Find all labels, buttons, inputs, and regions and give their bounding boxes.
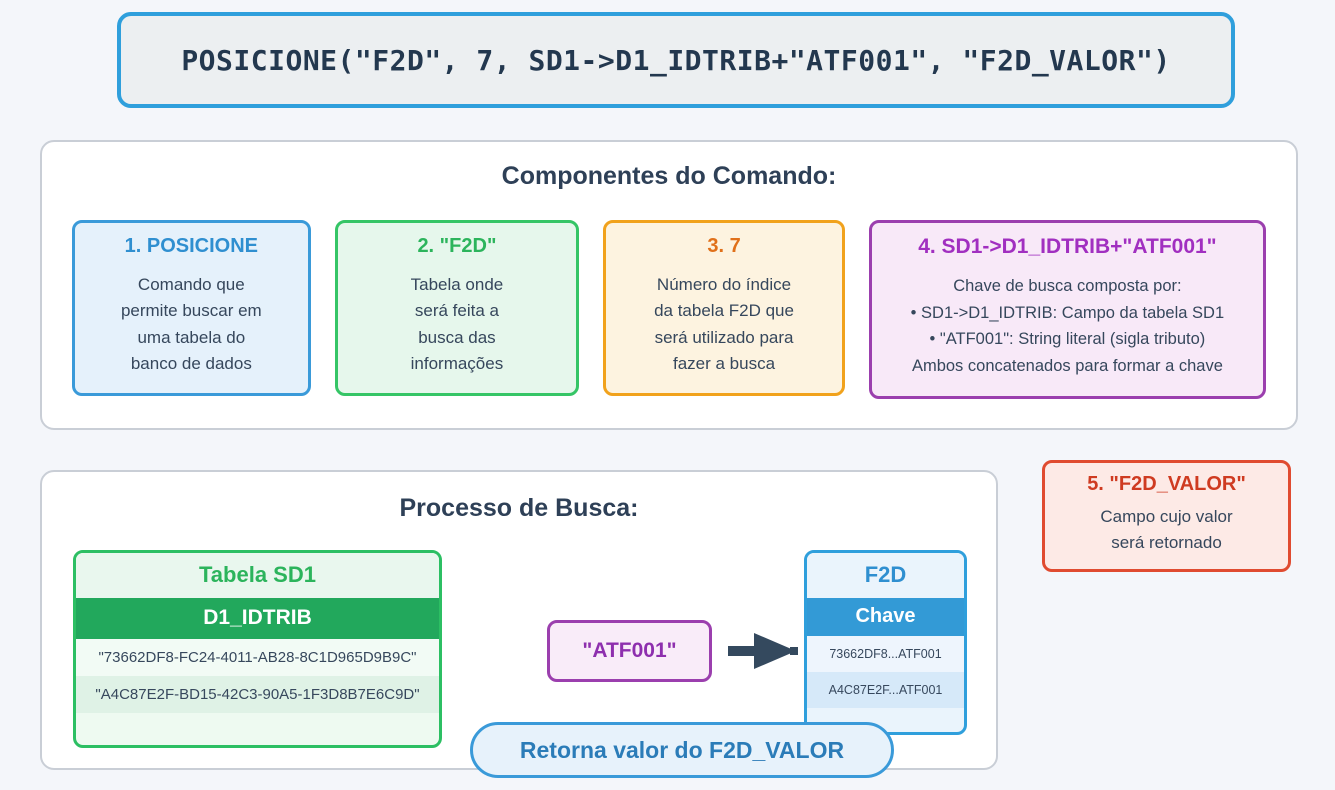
process-title: Processo de Busca: <box>399 494 639 522</box>
sd1-table-caption: Tabela SD1 <box>76 553 439 598</box>
components-title: Componentes do Comando: <box>501 162 837 190</box>
f2d-table: F2D Chave 73662DF8...ATF001 A4C87E2F...A… <box>804 550 967 735</box>
f2d-table-caption: F2D <box>807 553 964 598</box>
card-body: Comando que permite buscar em uma tabela… <box>85 272 298 377</box>
card-line: • "ATF001": String literal (sigla tribut… <box>929 330 1206 349</box>
process-panel: Processo de Busca: Tabela SD1 D1_IDTRIB … <box>40 470 998 770</box>
component-card-index: 3. 7 Número do índice da tabela F2D que … <box>603 220 845 397</box>
card-line: da tabela F2D que <box>654 301 794 321</box>
card-line: Comando que <box>137 275 245 294</box>
command-code-text: POSICIONE("F2D", 7, SD1->D1_IDTRIB+"ATF0… <box>181 43 1171 77</box>
card-line: Ambos concatenados para formar a chave <box>911 357 1223 376</box>
search-key-badge: "ATF001" <box>547 620 712 682</box>
card-body: Campo cujo valor será retornado <box>1055 504 1278 555</box>
card-heading: 4. SD1->D1_IDTRIB+"ATF001" <box>918 235 1217 258</box>
return-value-callout: Retorna valor do F2D_VALOR <box>470 722 894 778</box>
card-line: Número do índice <box>656 275 792 294</box>
card-line: Campo cujo valor <box>1100 507 1233 526</box>
table-row: "73662DF8-FC24-4011-AB28-8C1D965D9B9C" <box>76 639 439 676</box>
card-line: Tabela onde <box>410 275 504 294</box>
card-heading: 1. POSICIONE <box>124 235 259 257</box>
card-heading: 2. "F2D" <box>417 235 497 257</box>
card-body: Chave de busca composta por: • SD1->D1_I… <box>882 273 1253 380</box>
table-row: 73662DF8...ATF001 <box>807 636 964 672</box>
card-line: Chave de busca composta por: <box>953 277 1182 295</box>
card-line: busca das <box>418 327 496 347</box>
card-heading: 3. 7 <box>707 235 741 257</box>
command-code-block: POSICIONE("F2D", 7, SD1->D1_IDTRIB+"ATF0… <box>117 12 1235 108</box>
component-card-f2d: 2. "F2D" Tabela onde será feita a busca … <box>334 220 580 397</box>
table-row: "A4C87E2F-BD15-42C3-90A5-1F3D8B7E6C9D" <box>76 676 439 713</box>
components-panel: Componentes do Comando: 1. POSICIONE Com… <box>40 140 1298 430</box>
sd1-table-column-header: D1_IDTRIB <box>76 598 439 639</box>
card-heading: 5. "F2D_VALOR" <box>1087 473 1246 495</box>
card-line: permite buscar em <box>120 301 262 321</box>
card-line: banco de dados <box>130 354 252 374</box>
component-card-return-field: 5. "F2D_VALOR" Campo cujo valor será ret… <box>1042 460 1291 572</box>
flow-arrow-icon <box>728 633 798 669</box>
component-card-key: 4. SD1->D1_IDTRIB+"ATF001" Chave de busc… <box>868 220 1266 399</box>
card-line: será retornado <box>1111 532 1222 552</box>
component-card-row: 1. POSICIONE Comando que permite buscar … <box>72 220 1266 399</box>
card-line: uma tabela do <box>137 327 246 347</box>
card-line: • SD1->D1_IDTRIB: Campo da tabela SD1 <box>910 303 1225 322</box>
component-card-posicione: 1. POSICIONE Comando que permite buscar … <box>72 220 311 397</box>
card-body: Número do índice da tabela F2D que será … <box>616 272 832 377</box>
card-line: será utilizado para <box>654 327 794 347</box>
table-row: A4C87E2F...ATF001 <box>807 672 964 708</box>
sd1-table: Tabela SD1 D1_IDTRIB "73662DF8-FC24-4011… <box>73 550 442 748</box>
card-line: será feita a <box>414 301 499 321</box>
card-line: informações <box>410 354 504 374</box>
f2d-table-column-header: Chave <box>807 598 964 636</box>
card-body: Tabela onde será feita a busca das infor… <box>348 272 567 377</box>
card-line: fazer a busca <box>672 354 776 374</box>
